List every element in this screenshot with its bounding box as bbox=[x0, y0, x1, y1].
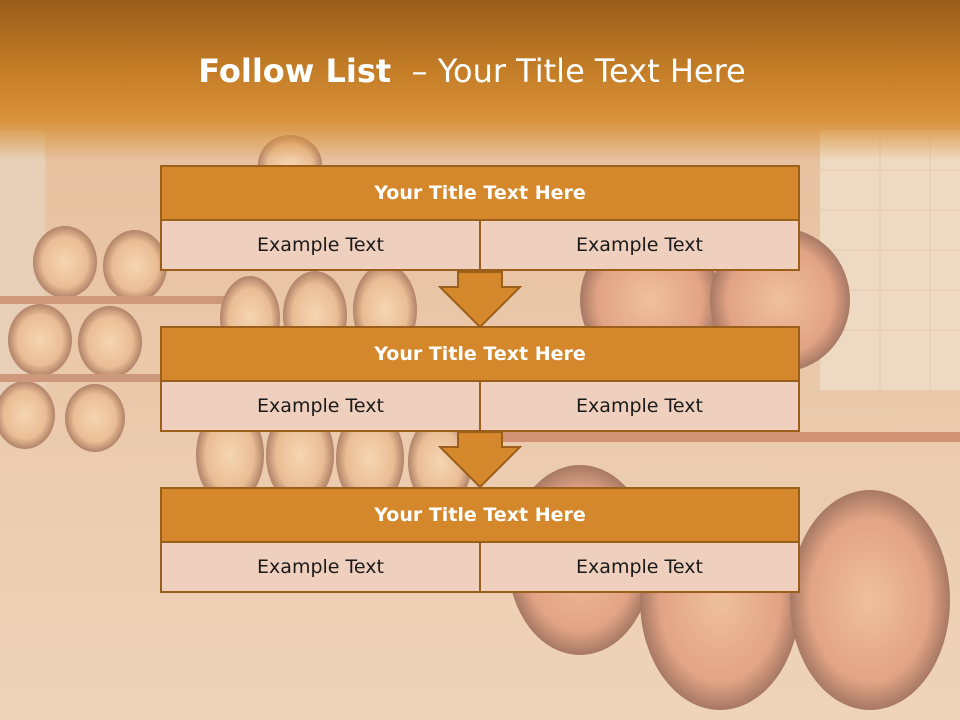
block-title: Your Title Text Here bbox=[160, 165, 800, 221]
block-row: Example Text Example Text bbox=[160, 382, 800, 432]
slide-title-sub: – Your Title Text Here bbox=[411, 52, 746, 90]
block-cell-left: Example Text bbox=[257, 556, 384, 578]
block-cell-right: Example Text bbox=[479, 221, 798, 269]
follow-block-2: Your Title Text Here Example Text Exampl… bbox=[160, 326, 800, 432]
header-band bbox=[0, 0, 960, 160]
block-row: Example Text Example Text bbox=[160, 543, 800, 593]
block-title: Your Title Text Here bbox=[160, 326, 800, 382]
block-cell-left: Example Text bbox=[257, 395, 384, 417]
block-title: Your Title Text Here bbox=[160, 487, 800, 543]
follow-block-3: Your Title Text Here Example Text Exampl… bbox=[160, 487, 800, 593]
down-arrow-icon bbox=[438, 271, 522, 329]
block-cell-right: Example Text bbox=[479, 382, 798, 430]
block-row: Example Text Example Text bbox=[160, 221, 800, 271]
down-arrow-icon bbox=[438, 431, 522, 489]
follow-block-1: Your Title Text Here Example Text Exampl… bbox=[160, 165, 800, 271]
slide-title: Follow List – Your Title Text Here bbox=[0, 52, 944, 90]
slide-title-main: Follow List bbox=[198, 52, 392, 90]
block-cell-right: Example Text bbox=[479, 543, 798, 591]
block-cell-left: Example Text bbox=[257, 234, 384, 256]
